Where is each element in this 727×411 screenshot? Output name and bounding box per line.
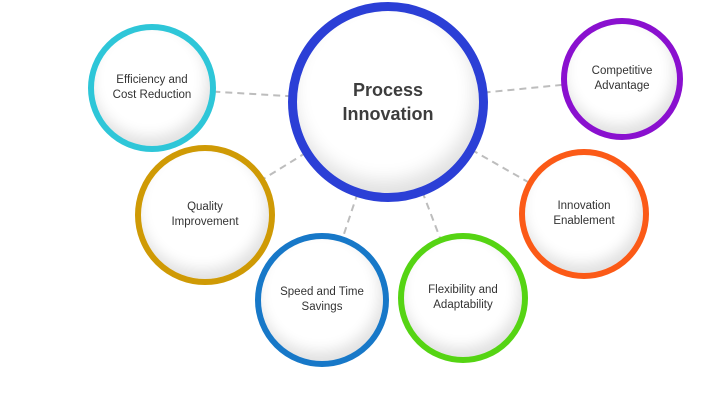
node-competitive-advantage-label: Competitive Advantage — [591, 65, 653, 92]
node-innovation-enablement: Innovation Enablement — [519, 149, 649, 279]
node-flexibility-adaptability-label: Flexibility and Adaptability — [428, 284, 498, 311]
node-efficiency-cost-reduction: Efficiency and Cost Reduction — [88, 24, 216, 152]
node-quality-improvement-label: Quality Improvement — [171, 201, 239, 228]
node-speed-time-savings-label: Speed and Time Savings — [280, 286, 364, 313]
node-process-innovation-label: Process Innovation — [342, 79, 434, 124]
node-process-innovation: Process Innovation — [288, 2, 488, 202]
node-speed-time-savings: Speed and Time Savings — [255, 233, 389, 367]
node-flexibility-adaptability: Flexibility and Adaptability — [398, 233, 528, 363]
node-efficiency-cost-reduction-label: Efficiency and Cost Reduction — [112, 74, 192, 101]
node-innovation-enablement-label: Innovation Enablement — [553, 200, 615, 227]
node-quality-improvement: Quality Improvement — [135, 145, 275, 285]
node-competitive-advantage: Competitive Advantage — [561, 18, 683, 140]
